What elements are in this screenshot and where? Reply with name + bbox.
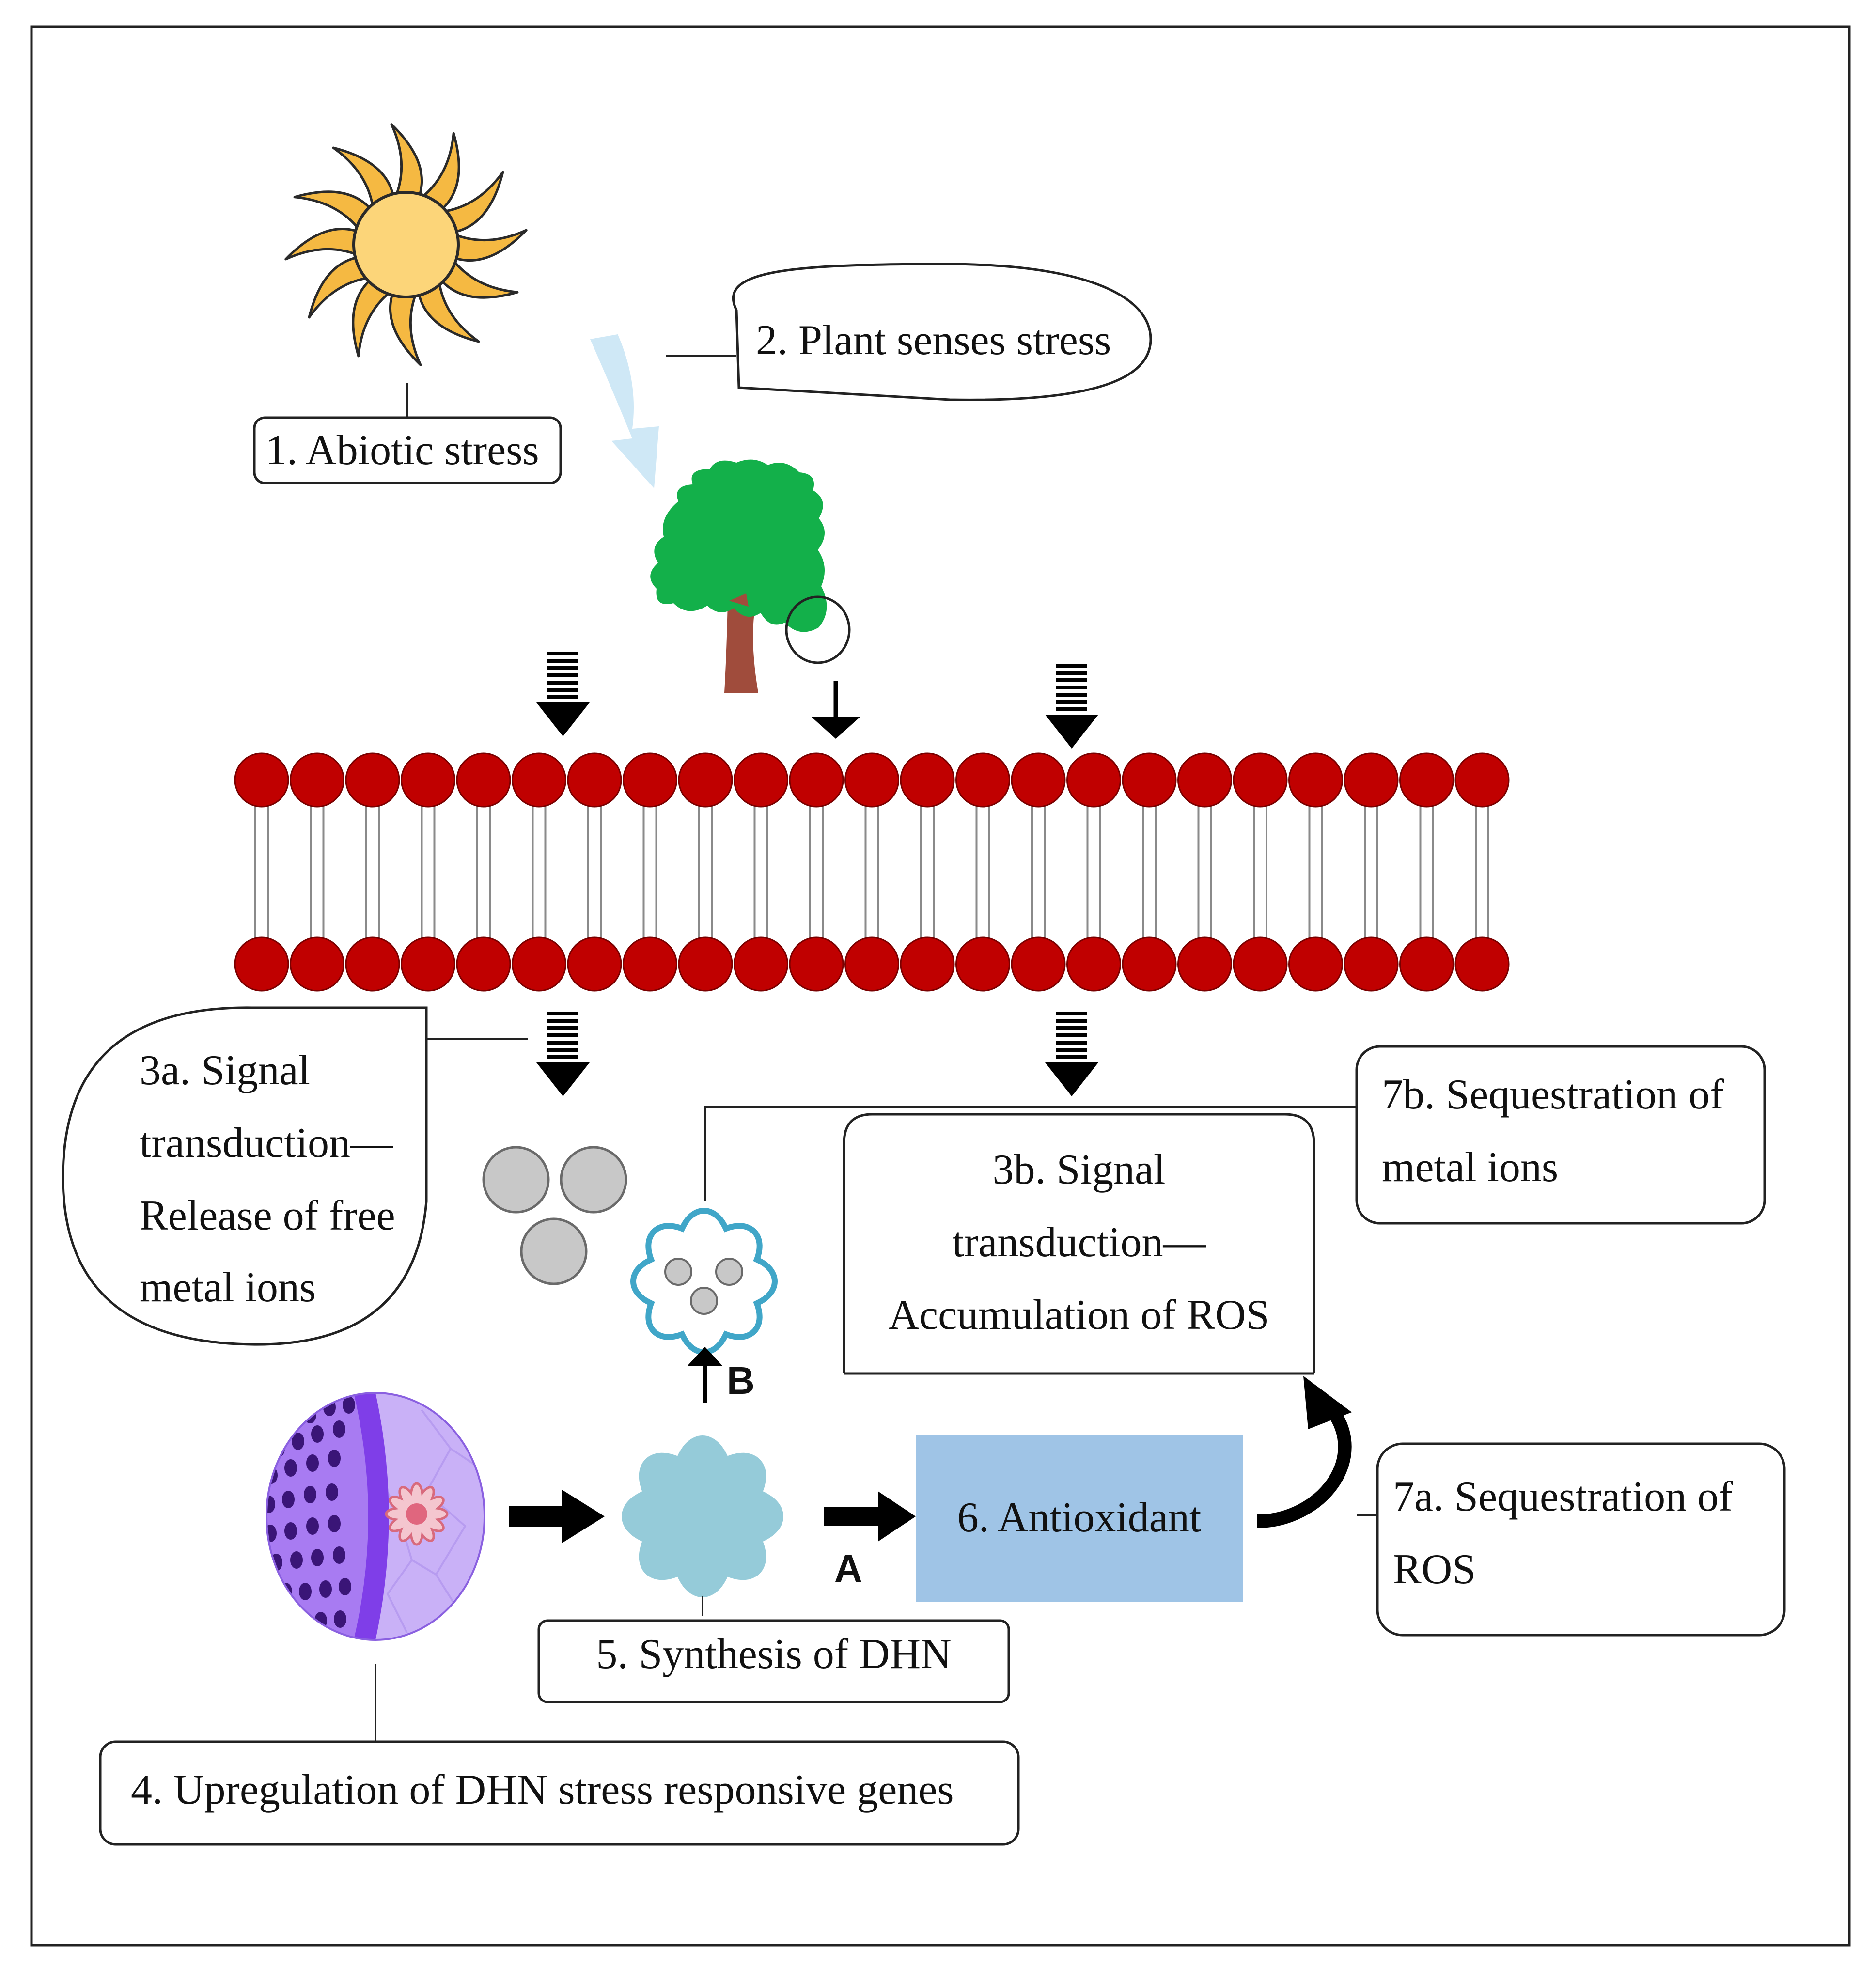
abiotic-stress-box (253, 416, 562, 484)
upregulation-box (99, 1740, 1020, 1846)
seq-metal-line-1: 7b. Sequestration of (1382, 1071, 1724, 1118)
lipid-bilayer (234, 752, 1510, 992)
tree-icon (650, 459, 827, 693)
signal-arrows-top (536, 652, 1098, 749)
magnify-circle (785, 595, 851, 664)
curved-arrow-ros-head (1303, 1376, 1352, 1429)
dhn-protein-icon (622, 1435, 783, 1597)
signal-3a-bubble (62, 1006, 428, 1346)
free-metal-ions (482, 1146, 627, 1285)
seq-metal-line-2: metal ions (1382, 1144, 1559, 1191)
small-down-arrow-head (812, 717, 860, 739)
signal-3a-line-2: transduction— (140, 1120, 393, 1167)
synthesis-box (537, 1619, 1010, 1703)
signal-3b-line-2: transduction— (952, 1219, 1206, 1266)
marker-a: A (834, 1547, 862, 1590)
connector-7b (704, 1106, 1357, 1201)
arrow-a-head (878, 1491, 916, 1542)
cell-nucleus-icon (266, 1392, 485, 1641)
abiotic-stress-label: 1. Abiotic stress (266, 427, 539, 474)
upregulation-label: 4. Upregulation of DHN stress responsive… (131, 1766, 954, 1813)
arrow-cell-to-dhn-head (562, 1490, 605, 1543)
synthesis-label: 5. Synthesis of DHN (596, 1631, 952, 1678)
plant-senses-label: 2. Plant senses stress (756, 317, 1111, 364)
signal-3b-line-3: Accumulation of ROS (888, 1292, 1270, 1339)
plant-senses-bubble (732, 263, 1152, 401)
arrow-b-head (687, 1347, 723, 1366)
curved-arrow-ros (1257, 1403, 1352, 1528)
marker-b: B (727, 1359, 755, 1402)
seq-metal-box (1355, 1045, 1766, 1225)
signal-3a-line-4: metal ions (140, 1264, 316, 1311)
antioxidant-box (916, 1435, 1243, 1602)
antioxidant-label: 6. Antioxidant (957, 1494, 1202, 1541)
signal-3b-line-1: 3b. Signal (992, 1146, 1166, 1193)
signal-3a-line-1: 3a. Signal (140, 1047, 310, 1094)
seq-ros-box (1376, 1442, 1786, 1637)
signal-arrows-bottom (536, 1012, 1098, 1096)
signal-3a-line-3: Release of free (140, 1192, 395, 1239)
seq-ros-line-2: ROS (1393, 1546, 1476, 1593)
dhn-metal-complex (630, 1207, 778, 1356)
signal-3b-box (843, 1113, 1315, 1373)
seq-ros-line-1: 7a. Sequestration of (1393, 1473, 1733, 1520)
sense-arrow (590, 334, 659, 488)
sun-icon (284, 123, 528, 366)
